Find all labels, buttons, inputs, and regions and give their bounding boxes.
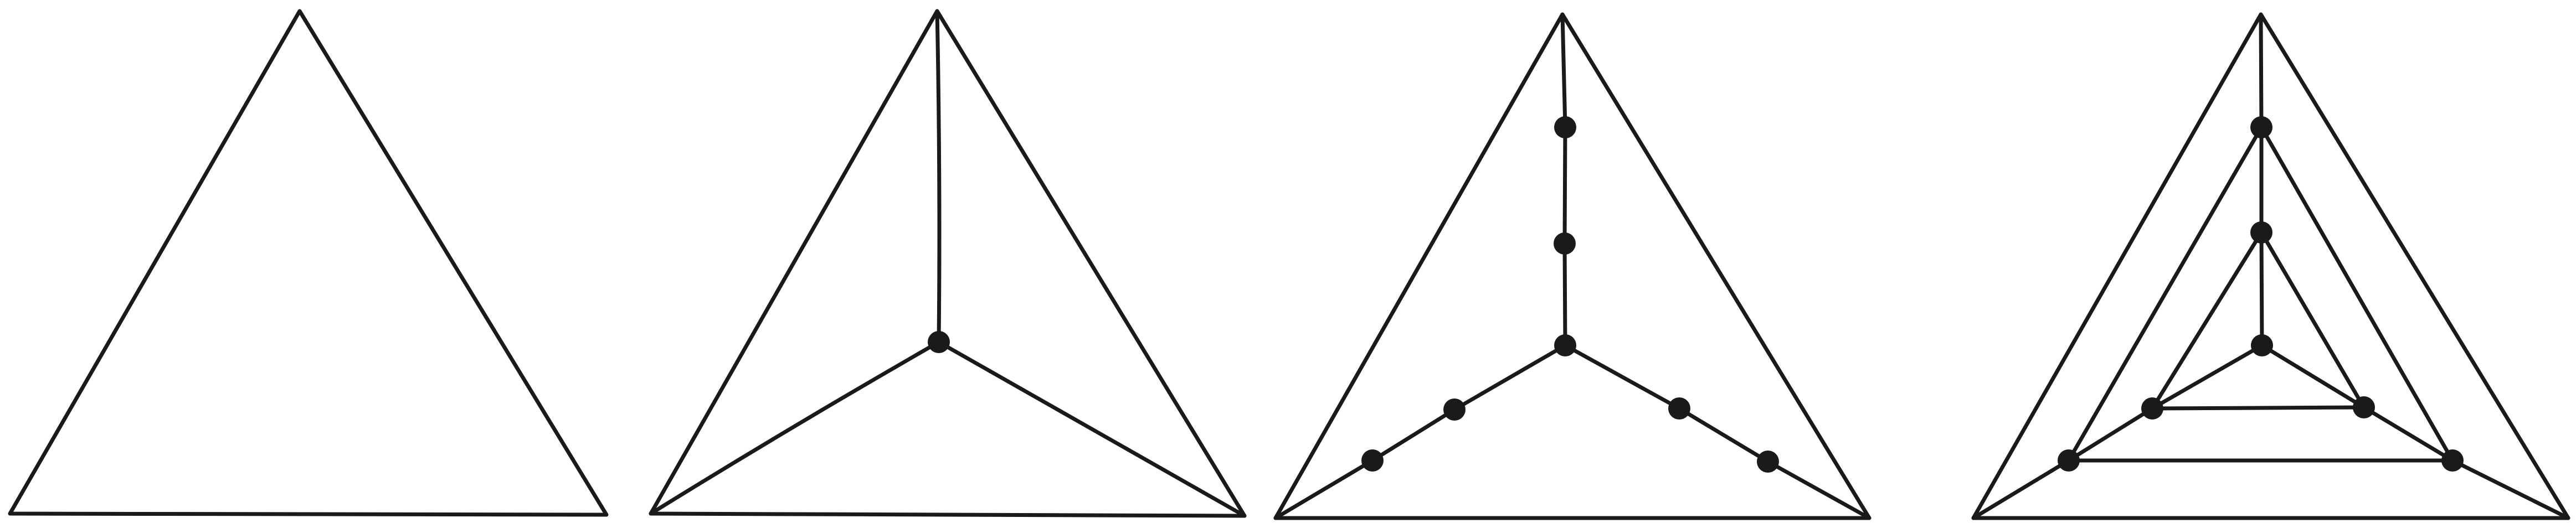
- panel-2: [649, 9, 1247, 518]
- center-vertex: [928, 331, 950, 353]
- left-spoke-vertex-2: [1361, 449, 1384, 472]
- spoke-to-right: [1563, 343, 1871, 520]
- nested-triangle-2: [2066, 125, 2455, 463]
- center-vertex: [1554, 334, 1576, 356]
- center-vertex: [2251, 334, 2273, 356]
- left-spoke-vertex-1: [2141, 397, 2163, 420]
- panel-3: [1273, 12, 1871, 520]
- left-spoke-vertex-2: [2058, 449, 2080, 472]
- spoke-to-right: [937, 340, 1247, 518]
- top-spoke-vertex-1: [1554, 232, 1576, 255]
- right-spoke-vertex-1: [1668, 397, 1690, 420]
- spoke-to-left: [1971, 343, 2264, 520]
- outer-triangle: [8, 9, 609, 517]
- spoke-to-top: [2259, 12, 2264, 348]
- panel-4: [1971, 12, 2570, 520]
- right-spoke-vertex-2: [1757, 451, 1779, 473]
- outer-triangle: [649, 9, 1247, 518]
- right-spoke-vertex-1: [2353, 396, 2375, 418]
- top-spoke-vertex-2: [2250, 116, 2272, 138]
- right-spoke-vertex-2: [2441, 449, 2464, 472]
- spoke-to-top: [1560, 12, 1567, 348]
- panel-1: [8, 9, 609, 517]
- top-spoke-vertex-1: [2250, 221, 2272, 244]
- spoke-to-left: [649, 340, 941, 516]
- left-spoke-vertex-1: [1443, 398, 1466, 421]
- nested-triangle-1: [2150, 230, 2366, 411]
- top-spoke-vertex-2: [1554, 116, 1576, 138]
- spoke-to-top: [935, 9, 942, 344]
- spoke-to-right: [2260, 343, 2570, 520]
- outer-triangle: [1971, 12, 2570, 520]
- spoke-to-left: [1273, 343, 1567, 520]
- outer-triangle: [1273, 12, 1871, 520]
